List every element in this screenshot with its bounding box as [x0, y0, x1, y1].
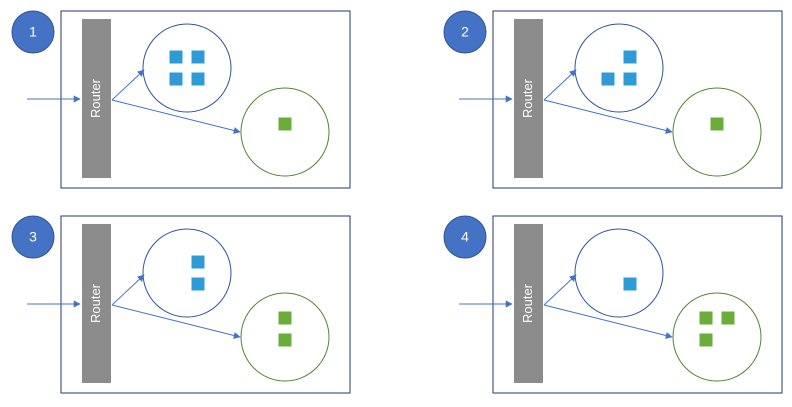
panel-1: Router 1 — [11, 10, 351, 189]
green-instance-square — [699, 333, 713, 347]
blue-instance-square — [601, 72, 615, 86]
step-badge — [11, 10, 55, 54]
green-instance-square — [278, 117, 292, 131]
panel-4: Router 4 — [443, 215, 783, 394]
arrow-to-green-pool — [543, 304, 673, 339]
green-pool-circle — [240, 87, 330, 177]
blue-instance-square — [191, 255, 205, 269]
step-number: 2 — [461, 24, 469, 40]
green-instance-square — [278, 333, 292, 347]
blue-pool-circle — [142, 23, 232, 113]
blue-instance-square — [191, 72, 205, 86]
blue-instance-square — [169, 72, 183, 86]
arrow-to-blue-pool — [543, 69, 577, 101]
arrow-to-blue-pool — [543, 274, 577, 306]
arrow-to-green-pool — [543, 99, 673, 134]
green-instance-square — [710, 117, 724, 131]
arrow-to-green-pool — [111, 99, 241, 134]
blue-pool-circle — [574, 228, 664, 318]
green-pool-circle — [672, 87, 762, 177]
blue-instance-square — [623, 72, 637, 86]
arrow-to-blue-pool — [111, 69, 145, 101]
router-label: Router — [88, 78, 103, 118]
router-bar — [82, 19, 111, 178]
router-bar — [514, 19, 543, 178]
router-bar — [82, 224, 111, 383]
router-bar — [514, 224, 543, 383]
blue-instance-square — [191, 277, 205, 291]
step-number: 4 — [461, 229, 469, 245]
arrow-to-blue-pool — [111, 274, 145, 306]
blue-pool-circle — [574, 23, 664, 113]
green-pool-circle — [672, 292, 762, 382]
blue-pool-circle — [142, 228, 232, 318]
router-label: Router — [520, 78, 535, 118]
router-label: Router — [88, 283, 103, 323]
green-instance-square — [721, 311, 735, 325]
panel-3: Router 3 — [11, 215, 351, 394]
router-label: Router — [520, 283, 535, 323]
step-badge — [443, 215, 487, 259]
arrow-to-green-pool — [111, 304, 241, 339]
green-instance-square — [699, 311, 713, 325]
blue-instance-square — [623, 50, 637, 64]
panel-2: Router 2 — [443, 10, 783, 189]
blue-instance-square — [623, 277, 637, 291]
step-number: 1 — [29, 24, 37, 40]
step-badge — [11, 215, 55, 259]
blue-instance-square — [169, 50, 183, 64]
blue-instance-square — [191, 50, 205, 64]
green-instance-square — [278, 311, 292, 325]
step-number: 3 — [29, 229, 37, 245]
step-badge — [443, 10, 487, 54]
